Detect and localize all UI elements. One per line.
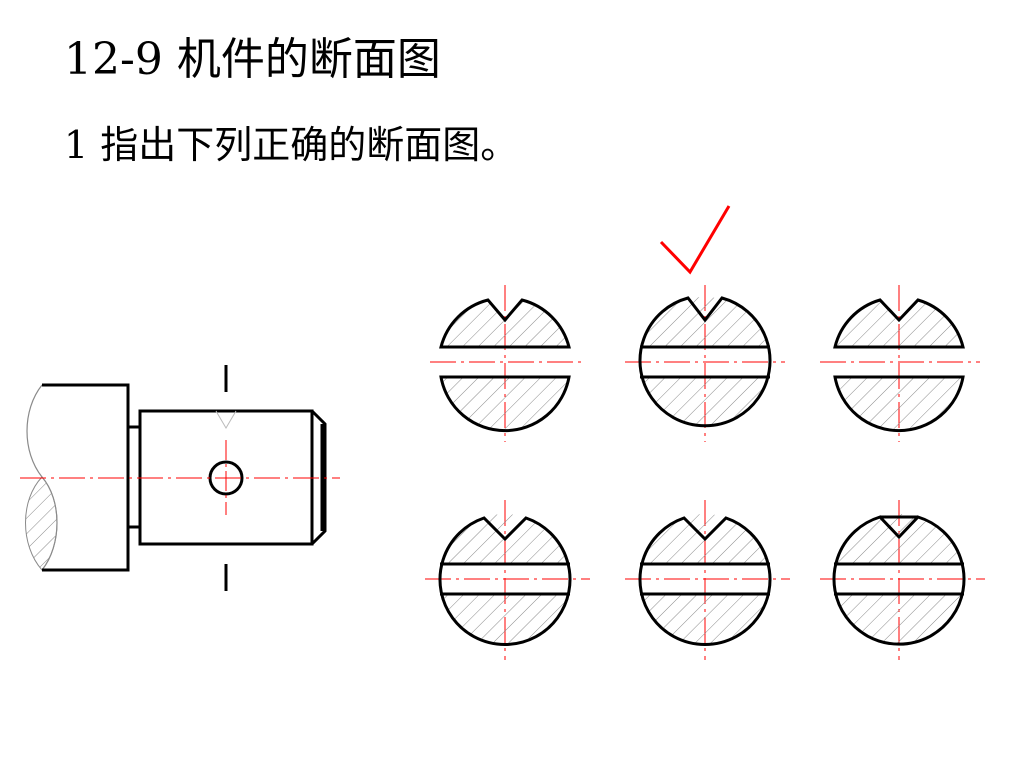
section-row1-col1: [430, 285, 582, 442]
hidden-notch-line: [215, 410, 237, 429]
section-upper-part: [439, 298, 571, 349]
shaft-large-section: [42, 383, 130, 572]
section-outline: [832, 515, 966, 646]
section-row2-col1: [425, 500, 590, 660]
section-lower-part: [439, 375, 571, 433]
section-row2-col3: [820, 500, 985, 660]
shaft-break-hatch: [25, 476, 58, 571]
section-row2-col2: [625, 500, 790, 660]
shaft-view: [20, 365, 340, 591]
section-row1-col3: [820, 285, 980, 442]
section-row1-col2: [625, 205, 785, 442]
section-upper-part: [833, 298, 965, 349]
section-outline: [638, 516, 772, 646]
check-mark-icon: [659, 205, 731, 275]
section-outline: [438, 516, 572, 646]
section-outline: [638, 296, 772, 428]
shaft-break-line: [26, 384, 58, 571]
shaft-undercut: [128, 425, 140, 529]
section-lower-part: [833, 375, 965, 433]
page-title: 12-9 机件的断面图: [64, 34, 441, 85]
instruction-text: 1 指出下列正确的断面图。: [64, 123, 519, 167]
